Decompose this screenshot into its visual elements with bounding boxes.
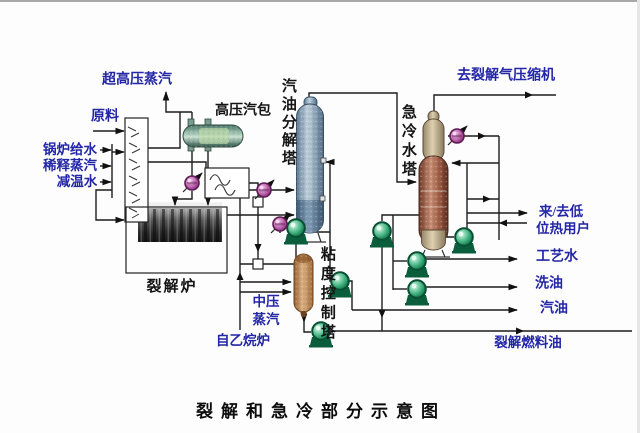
pump-icon [452,227,476,254]
pump-icon [328,271,352,298]
label-hp-steam-drum: 高压汽包 [215,103,271,119]
pump-icons [284,218,476,348]
label-boiler-feed-water: 锅炉给水 [43,141,97,157]
pump-icon [284,218,308,245]
label-viscosity-control-tower: 粘度控制塔 [318,246,335,344]
instrument-box [252,196,264,208]
pump-icon [370,221,394,248]
page-title: 裂解和急冷部分示意图 [196,402,446,422]
label-quench-water-tower: 急冷水塔 [399,104,416,180]
label-wash-oil: 洗油 [535,276,563,292]
label-mp-steam-1: 中压 [252,293,280,309]
label-mp-steam-2: 蒸汽 [252,311,280,327]
quench-water-tower-icon [418,110,450,258]
convection-section [124,117,149,223]
flow-arrowheads [236,91,533,335]
cracking-furnace-icon [125,206,228,274]
pump-icon [405,279,429,306]
label-process-water: 工艺水 [536,249,578,265]
label-heat-users-1: 来/去低 [538,203,584,219]
tle-exchanger-icon [204,167,250,199]
control-valve-icon [447,125,468,146]
label-dilution-steam: 稀释蒸汽 [43,157,97,173]
label-raw-material: 原料 [91,109,119,125]
pump-icon [309,321,333,348]
control-valve-icon [270,213,291,234]
control-valve-icons [182,125,468,234]
pump-icon [405,251,429,278]
steam-drum-icon [182,118,244,152]
label-gasoline-fractionator: 汽油分解塔 [279,78,296,168]
control-valve-icon [254,179,275,200]
instrument-box [252,258,264,270]
label-cracked-fuel-oil: 裂解燃料油 [494,334,562,350]
label-cracking-furnace: 裂解炉 [146,279,198,296]
label-from-ethane-furnace: 自乙烷炉 [216,332,270,348]
viscosity-tower-icon [293,253,314,317]
control-valve-icon [182,172,203,193]
furnace-photo [138,202,222,242]
label-uhp-steam: 超高压蒸汽 [102,72,172,88]
right-border [637,0,640,433]
label-to-cracked-gas-compressor: 去裂解气压缩机 [457,68,555,84]
label-desuperheat-water: 减温水 [56,173,98,189]
label-gasoline: 汽油 [540,301,568,317]
top-border [0,0,640,2]
label-heat-users-2: 位热用户 [536,220,590,236]
